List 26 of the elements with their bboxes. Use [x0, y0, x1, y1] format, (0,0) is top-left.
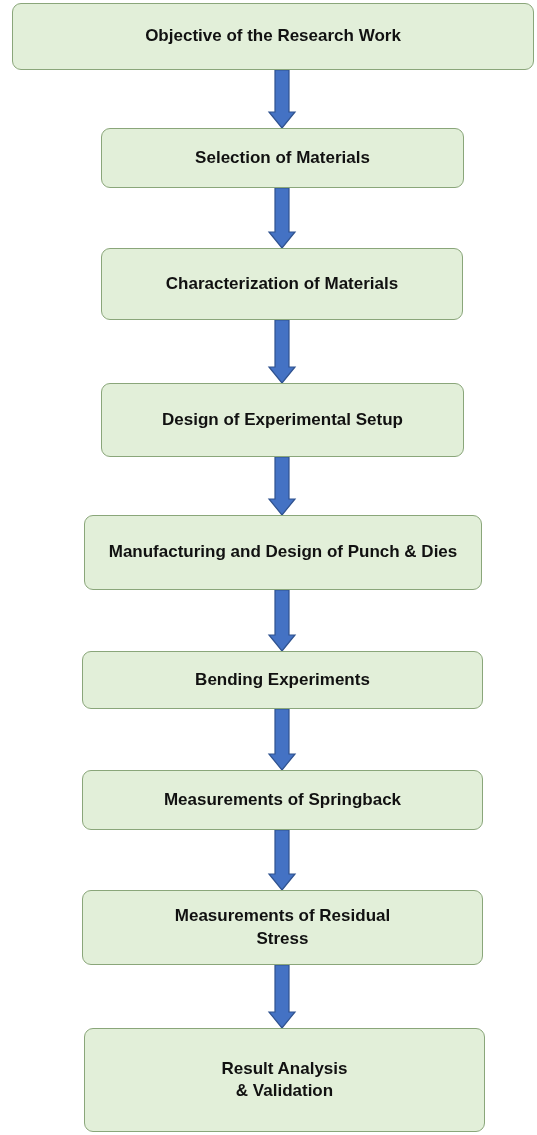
process-box — [82, 770, 483, 830]
arrow — [267, 589, 297, 652]
arrow — [267, 456, 297, 516]
box-label: Result Analysis & Validation — [220, 1057, 349, 1102]
arrow — [267, 187, 297, 249]
process-box — [82, 890, 483, 965]
process-box — [82, 651, 483, 709]
arrow — [267, 319, 297, 384]
box-label: Measurements of Residual Stress — [173, 905, 392, 950]
arrow — [267, 69, 297, 129]
process-box — [84, 1028, 485, 1132]
box-label: Objective of the Research Work — [145, 25, 401, 48]
process-box — [101, 128, 464, 188]
box-label: Design of Experimental Setup — [162, 408, 403, 431]
arrow — [267, 829, 297, 891]
box-label: Selection of Materials — [195, 146, 370, 169]
process-box — [84, 515, 482, 590]
box-label: Characterization of Materials — [165, 272, 399, 295]
box-label: Bending Experiments — [195, 668, 370, 691]
box-label: Measurements of Springback — [163, 788, 402, 811]
box-label: Manufacturing and Design of Punch & Dies — [108, 541, 458, 564]
process-box — [12, 3, 534, 70]
arrow — [267, 964, 297, 1029]
arrow — [267, 708, 297, 771]
process-box — [101, 383, 464, 457]
process-box — [101, 248, 463, 320]
